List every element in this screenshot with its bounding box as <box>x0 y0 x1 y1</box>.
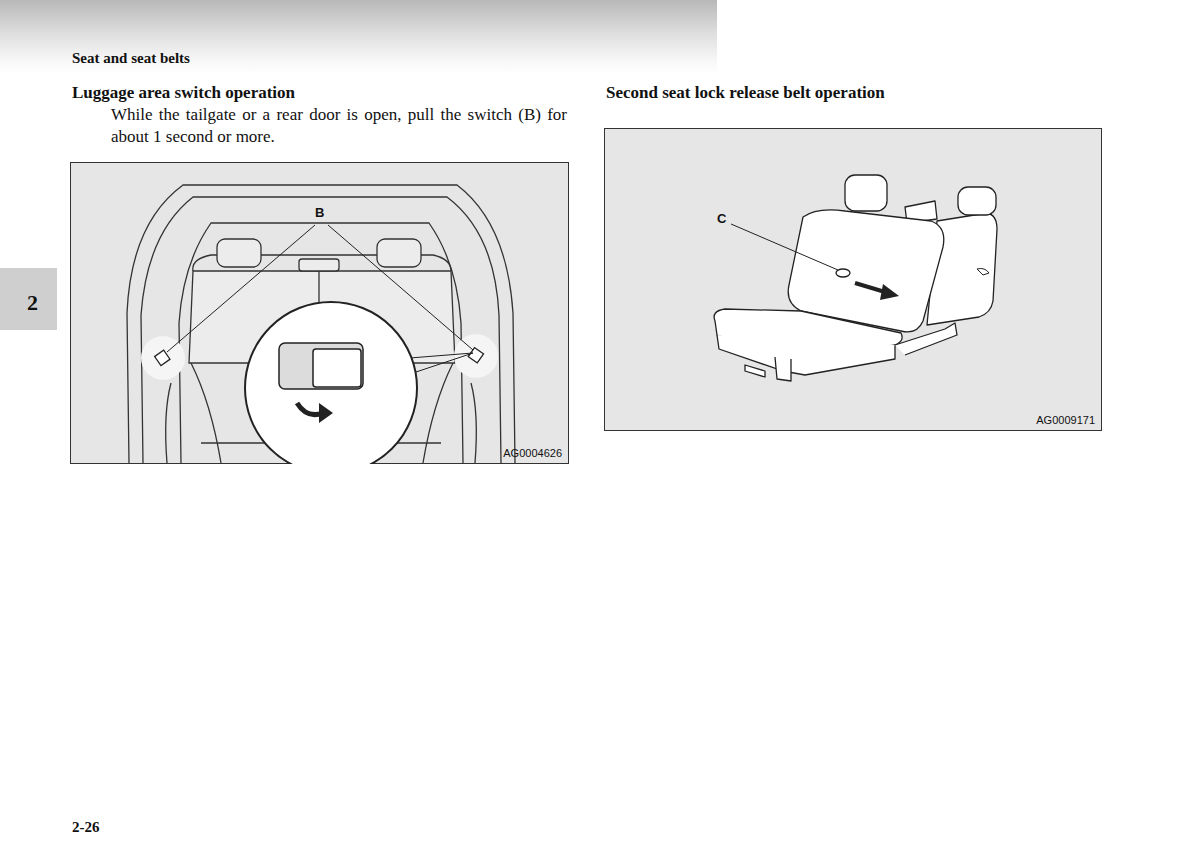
figure-panel: B AG0004626 <box>70 162 569 464</box>
callout-letter: B <box>315 205 324 220</box>
section-heading: Second seat lock release belt operation <box>606 83 885 103</box>
figure-panel: C AG0009171 <box>604 128 1102 431</box>
second-seat-illustration <box>605 129 1102 431</box>
callout-letter: C <box>717 211 726 226</box>
figure-code: AG0009171 <box>1036 414 1095 426</box>
figure-code: AG0004626 <box>503 447 562 459</box>
chapter-tab: 2 <box>0 268 57 330</box>
section-header-band: Seat and seat belts <box>0 0 717 74</box>
section-header: Seat and seat belts <box>72 50 190 67</box>
section-heading: Luggage area switch operation <box>72 83 295 103</box>
chapter-number: 2 <box>27 290 38 316</box>
page-number: 2-26 <box>72 819 100 836</box>
instruction-text: While the tailgate or a rear door is ope… <box>111 104 567 148</box>
